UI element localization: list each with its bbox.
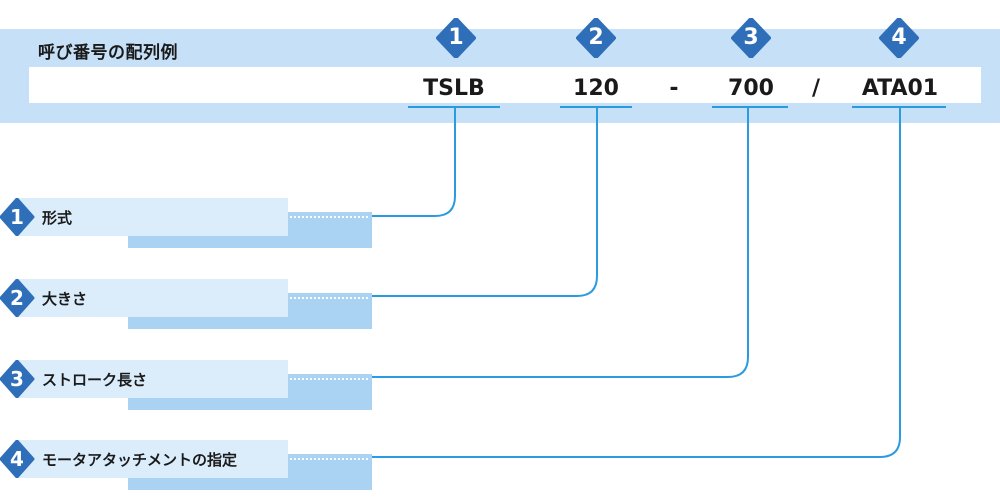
code-row-background: [29, 67, 981, 103]
diamond-badge-icon: [0, 278, 35, 318]
item-badge-2: 2: [0, 278, 38, 318]
item-label: ストローク長さ: [42, 371, 148, 389]
diamond-badge-icon: [576, 18, 616, 58]
code-badge-2: 2: [576, 18, 616, 58]
code-badge-1: 1: [436, 18, 476, 58]
item-label: 大きさ: [42, 290, 88, 308]
legend-item-motor-attachment: 4 モータアタッチメントの指定: [0, 439, 372, 490]
connector-size: [372, 107, 598, 297]
connector-motor: [372, 107, 901, 458]
diamond-badge-icon: [0, 197, 35, 237]
item-badge-4: 4: [0, 439, 38, 479]
diamond-badge-icon: [436, 18, 476, 58]
diamond-badge-icon: [879, 18, 919, 58]
legend-item-stroke: 3 ストローク長さ: [0, 359, 372, 410]
connector-stroke: [372, 107, 749, 378]
code-badge-4: 4: [879, 18, 919, 58]
item-label: 形式: [42, 209, 73, 227]
panel-title: 呼び番号の配列例: [38, 43, 178, 63]
legend-item-type: 1 形式: [0, 197, 372, 248]
code-segment-size: 120: [573, 76, 619, 101]
item-label: モータアタッチメントの指定: [42, 451, 238, 469]
code-segment-stroke: 700: [728, 76, 774, 101]
code-badge-3: 3: [731, 18, 771, 58]
diamond-badge-icon: [0, 359, 35, 399]
code-segment-motor: ATA01: [861, 76, 939, 101]
item-badge-1: 1: [0, 197, 38, 237]
diamond-badge-icon: [0, 439, 35, 479]
code-segment-type: TSLB: [423, 76, 485, 101]
code-separator-slash: /: [811, 76, 821, 101]
item-badge-3: 3: [0, 359, 38, 399]
legend-item-size: 2 大きさ: [0, 278, 372, 329]
diamond-badge-icon: [731, 18, 771, 58]
code-separator-dash: -: [669, 76, 679, 101]
connector-type: [372, 107, 456, 217]
